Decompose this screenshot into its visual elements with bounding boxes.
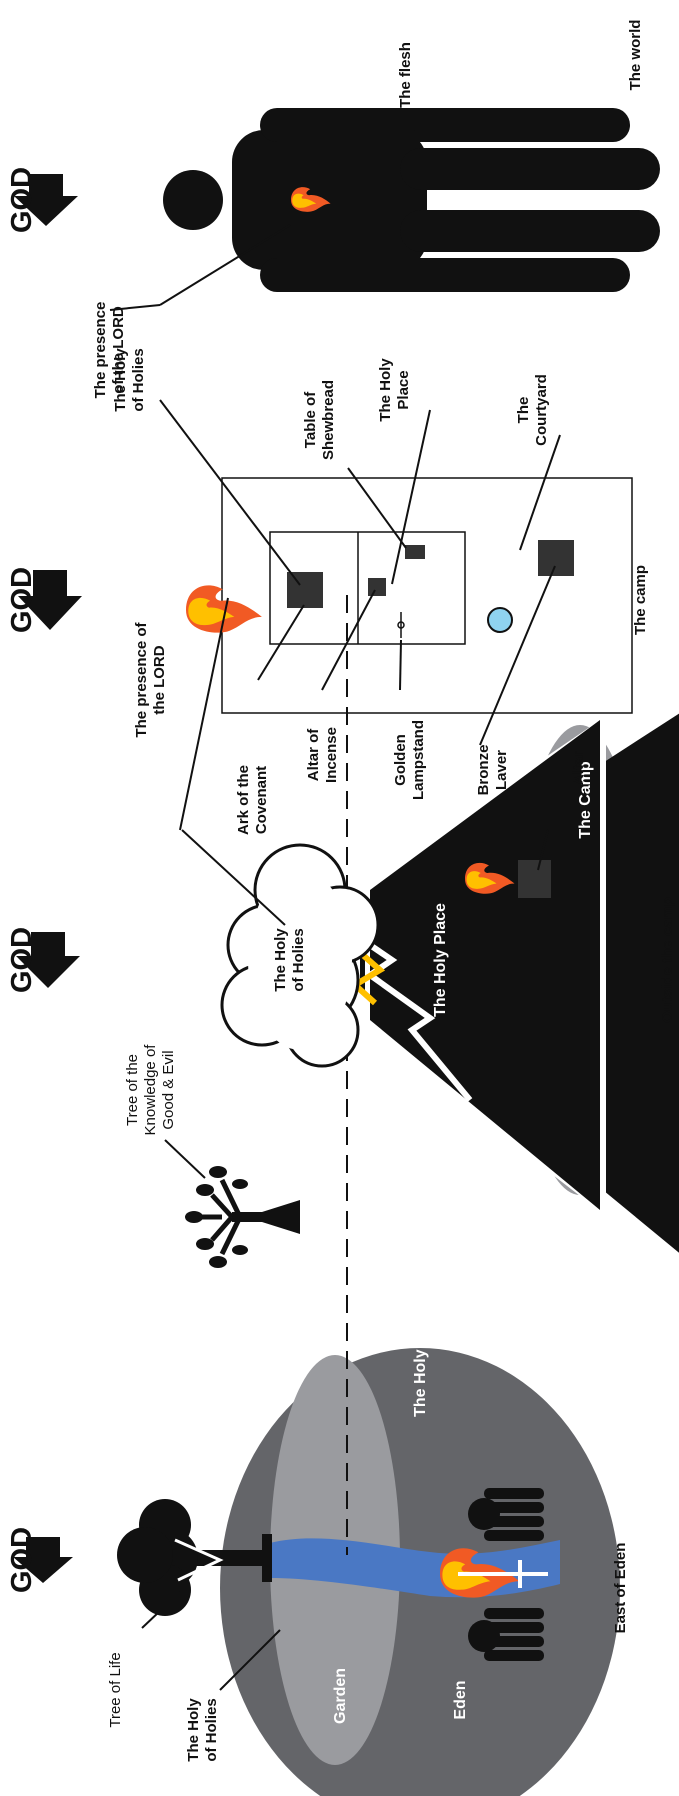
flaming-sword-icon	[440, 1548, 548, 1598]
human-torso-icon	[232, 130, 427, 270]
holy-place-label-1: The Holy Place	[412, 1303, 429, 1417]
holy-holies-label-3b: of Holies	[130, 348, 147, 411]
presence-label-2b: the LORD	[151, 645, 168, 714]
god-arrow-4	[14, 174, 78, 226]
tree-knowledge-label-2: Knowledge of	[142, 1044, 159, 1136]
holy-place-label-3b: Place	[395, 370, 412, 409]
shewbread-label-b: Shewbread	[320, 380, 337, 460]
lampstand-label-b: Lampstand	[410, 720, 427, 800]
holy-holies-label-1b: of Holies	[203, 1698, 220, 1761]
camp-label-2: The Camp	[577, 761, 594, 839]
leader-presence-4	[159, 224, 291, 306]
leader-tree-knowledge	[164, 1139, 206, 1179]
tabernacle-outline	[269, 531, 466, 645]
god-arrow-2	[16, 932, 80, 988]
flesh-label: The flesh	[397, 42, 414, 108]
presence-label-2a: The presence of	[133, 621, 150, 737]
leader-tree-of-life	[141, 1591, 181, 1629]
tree-of-knowledge-icon	[185, 1166, 300, 1268]
bronze-altar-icon	[538, 540, 574, 576]
cherubim-right-icon	[468, 1608, 544, 1661]
courtyard-label-b: Courtyard	[533, 374, 550, 446]
ark-icon	[287, 572, 323, 608]
cherubim-left-icon	[468, 1488, 544, 1541]
holy-holies-label-1a: The Holy	[185, 1698, 202, 1762]
lampstand-icon	[397, 612, 405, 638]
leader-bronze-altar	[479, 565, 556, 746]
leader-presence-3	[179, 597, 229, 831]
leader-courtyard	[519, 434, 561, 551]
human-left-arm-icon	[260, 108, 630, 142]
presence-label-4b: of the LORD	[110, 306, 127, 394]
god-label-3: GOD	[6, 567, 38, 633]
god-label-2: GOD	[6, 927, 38, 993]
altar-label: Altar	[570, 751, 587, 785]
garden-label: Garden	[332, 1668, 349, 1724]
leader-presence-4-tail	[109, 304, 161, 311]
holy-holies-label-2a: The Holy	[272, 928, 289, 992]
human-left-leg-icon	[400, 148, 660, 190]
presence-label-4a: The presence	[92, 302, 109, 399]
god-arrow-3	[18, 570, 82, 630]
leader-flesh	[394, 109, 416, 131]
presence-flame-icon	[186, 585, 262, 633]
bronze-laver-icon	[487, 607, 513, 633]
camp-label-3: The camp	[632, 565, 649, 635]
eden-label: Eden	[452, 1680, 469, 1719]
panel-eden: GOD Tree of Life Tree of the Knowledge o…	[6, 1044, 629, 1796]
tree-of-life-icon	[117, 1499, 272, 1616]
tree-of-life-label: Tree of Life	[107, 1652, 124, 1727]
altar-icon-sinai	[518, 860, 551, 898]
human-right-arm-icon	[260, 258, 630, 292]
outside-camp-label: Outside the camp	[659, 897, 676, 1023]
leader-holy-place-3	[391, 409, 431, 585]
leader-altar	[537, 829, 549, 871]
tree-knowledge-label-3: Good & Evil	[160, 1050, 177, 1129]
courtyard-label-a: The	[515, 397, 532, 424]
lightning-white	[346, 927, 473, 1102]
tree-knowledge-label-1: Tree of the	[124, 1054, 141, 1126]
leader-incense	[321, 589, 376, 691]
lampstand-label-a: Golden	[392, 734, 409, 786]
god-arrow-1	[13, 1537, 73, 1583]
panel-human: GOD The presence of the LORD The flesh T…	[6, 20, 660, 399]
east-of-eden-label: East of Eden	[612, 1543, 629, 1634]
shewbread-label-a: Table of	[302, 391, 319, 448]
human-head-icon	[163, 170, 223, 230]
leader-presence-2	[181, 829, 286, 926]
holy-holies-label-2b: of Holies	[290, 928, 307, 991]
human-right-leg-icon	[400, 210, 660, 252]
leader-ark	[257, 604, 305, 681]
god-label-4: GOD	[6, 167, 38, 233]
ark-label-b: Covenant	[253, 766, 270, 834]
incense-altar-icon	[368, 578, 386, 596]
god-label-1: GOD	[6, 1527, 38, 1593]
leader-lampstand	[399, 639, 402, 691]
incense-label-b: Incense	[323, 727, 340, 783]
leader-shewbread	[347, 467, 407, 549]
holy-holies-label-3a: The Holy	[112, 348, 129, 412]
camp-boundary	[221, 477, 633, 714]
holy-place-label-3a: The Holy	[377, 358, 394, 422]
shewbread-table-icon	[405, 545, 425, 559]
leader-holy-holies-3	[159, 399, 301, 586]
laver-label-b: Laver	[493, 750, 510, 790]
panel-tabernacle: GOD The Holy of Holies Table of Shewbrea…	[6, 348, 649, 835]
world-label: The world	[627, 20, 644, 91]
laver-label-a: Bronze	[475, 745, 492, 796]
leader-holy-holies-1	[219, 1629, 281, 1691]
ark-label-a: Ark of the	[235, 765, 252, 835]
mountain-shape	[370, 720, 600, 1210]
incense-label-a: Altar of	[305, 728, 322, 782]
panel-sinai: GOD The presence of the LORD The Holy of…	[6, 621, 679, 1253]
holy-place-label-2: The Holy Place	[432, 903, 449, 1017]
